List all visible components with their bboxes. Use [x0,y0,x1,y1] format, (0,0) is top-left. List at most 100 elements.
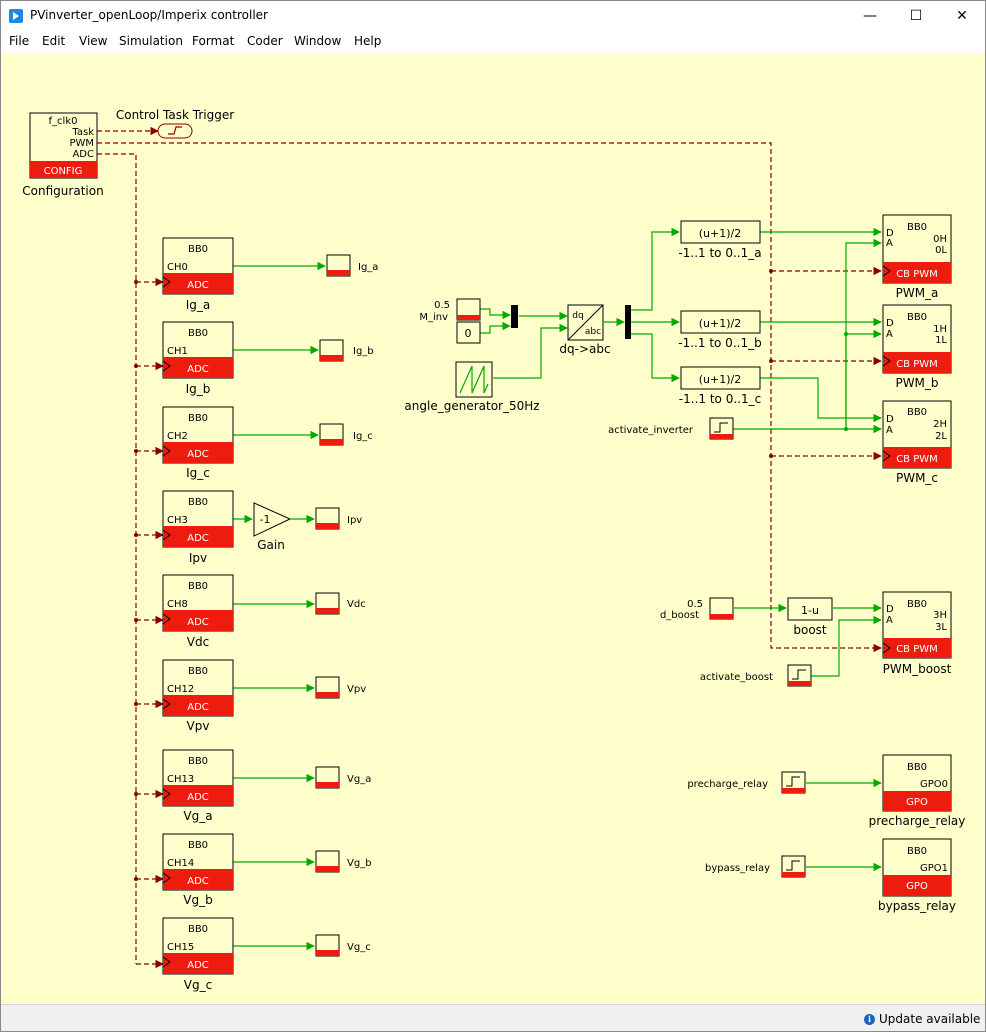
close-button[interactable]: ✕ [956,7,968,24]
scope-label-ig-a: Ig_a [358,262,378,273]
pwm-block-boost[interactable]: BB0 D A 3H 3L CB PWM [882,591,952,659]
d-boost-const[interactable] [709,597,734,620]
update-available-link[interactable]: Update available [879,1012,981,1026]
svg-text:D: D [886,228,894,239]
scope-ig-c[interactable] [319,423,344,446]
scope-label-ig-c: Ig_c [353,431,373,442]
maximize-button[interactable]: ☐ [909,7,923,24]
status-bar: i Update available [0,1004,986,1032]
svg-text:CH13: CH13 [167,774,194,785]
adc-name-vg-b: Vg_b [183,893,212,907]
adc-block-ipv[interactable]: BB0 CH3 ADC [162,490,234,548]
angle-generator-block[interactable] [455,361,493,398]
scope-vg-a[interactable] [315,766,340,789]
pwm-block-b[interactable]: BB0 D A 1H 1L CB PWM [882,304,952,374]
svg-text:2L: 2L [935,431,947,442]
scope-ig-a[interactable] [326,254,351,277]
menu-edit[interactable]: Edit [42,34,66,48]
schematic-canvas[interactable]: f_clk0 Task PWM ADC CONFIG Configuration… [1,53,985,1004]
svg-text:ADC: ADC [187,876,209,887]
svg-text:ADC: ADC [187,364,209,375]
svg-text:D: D [886,414,894,425]
boost-fcn-name: boost [793,623,827,637]
adc-block-ig-a[interactable]: BB0 CH0 ADC [162,237,234,295]
scope-vpv[interactable] [315,676,340,699]
boost-fcn-block[interactable]: 1-u [787,597,833,621]
svg-text:BB0: BB0 [907,762,927,773]
menu-view[interactable]: View [79,34,108,48]
trigger-icon[interactable] [157,123,193,139]
menu-window[interactable]: Window [294,34,342,48]
adc-block-ig-b[interactable]: BB0 CH1 ADC [162,321,234,379]
pwm-block-a[interactable]: BB0 D A 0H 0L CB PWM [882,214,952,284]
fcn-block-a[interactable]: (u+1)/2 [680,220,761,244]
scope-ipv[interactable] [315,507,340,530]
dq-abc-transform-block[interactable]: dq abc [567,304,604,341]
menu-help[interactable]: Help [354,34,382,48]
menu-simulation[interactable]: Simulation [119,34,183,48]
fcn-name-c: -1..1 to 0..1_c [679,392,761,406]
zero-const[interactable]: 0 [456,321,481,344]
adc-block-vdc[interactable]: BB0 CH8 ADC [162,574,234,632]
svg-text:BB0: BB0 [907,407,927,418]
d-boost-name: d_boost [660,610,699,621]
svg-text:1H: 1H [933,324,947,335]
m-inv-value: 0.5 [434,300,450,311]
svg-text:ADC: ADC [187,617,209,628]
adc-name-ig-b: Ig_b [186,382,211,396]
fcn-block-c[interactable]: (u+1)/2 [680,366,761,390]
svg-text:CH14: CH14 [167,858,194,869]
activate-inverter-step[interactable] [709,417,734,440]
svg-text:CH12: CH12 [167,684,194,695]
pwm-name-a: PWM_a [896,286,939,300]
config-type-label: CONFIG [44,166,83,177]
svg-text:D: D [886,604,894,615]
menu-format[interactable]: Format [192,34,235,48]
adc-block-ig-c[interactable]: BB0 CH2 ADC [162,406,234,464]
adc-block-vg-b[interactable]: BB0 CH14 ADC [162,833,234,891]
precharge-step[interactable] [781,771,806,794]
activate-boost-step[interactable] [787,664,812,687]
config-block-name: Configuration [22,184,103,198]
gpo-block-precharge[interactable]: BB0 GPO0 GPO [882,754,952,812]
mux-bar[interactable] [511,305,518,328]
svg-text:ADC: ADC [187,449,209,460]
scope-vg-b[interactable] [315,850,340,873]
pwm-block-c[interactable]: BB0 D A 2H 2L CB PWM [882,400,952,469]
svg-text:CH0: CH0 [167,262,188,273]
config-clock-label: f_clk0 [49,116,78,127]
menu-coder[interactable]: Coder [247,34,283,48]
svg-text:CH8: CH8 [167,599,188,610]
fcn-name-b: -1..1 to 0..1_b [678,336,761,350]
svg-text:BB0: BB0 [188,413,208,424]
adc-block-vg-c[interactable]: BB0 CH15 ADC [162,917,234,975]
adc-block-vpv[interactable]: BB0 CH12 ADC [162,659,234,717]
scope-label-ipv: Ipv [347,515,362,526]
config-block[interactable]: f_clk0 Task PWM ADC CONFIG [29,112,98,179]
scope-vdc[interactable] [315,592,340,615]
trigger-wires [97,126,882,969]
gain-block[interactable]: -1 [253,502,292,537]
gain-name: Gain [257,538,285,552]
scope-ig-b[interactable] [319,339,344,362]
pwm-name-boost: PWM_boost [883,662,952,676]
svg-text:BB0: BB0 [188,497,208,508]
fcn-name-a: -1..1 to 0..1_a [678,246,761,260]
demux-bar[interactable] [625,305,631,339]
minimize-button[interactable]: — [863,7,877,24]
m-inv-const[interactable] [456,298,481,321]
svg-text:(u+1)/2: (u+1)/2 [699,317,741,330]
menu-file[interactable]: File [9,34,30,48]
svg-text:1-u: 1-u [801,604,819,617]
svg-text:CB PWM: CB PWM [896,359,938,370]
menu-bar: File Edit View Simulation Format Coder W… [0,31,986,53]
bypass-step[interactable] [781,855,806,878]
scope-vg-c[interactable] [315,934,340,957]
pwm-name-c: PWM_c [896,471,938,485]
activate-boost-label: activate_boost [700,672,773,683]
fcn-block-b[interactable]: (u+1)/2 [680,310,761,334]
svg-text:(u+1)/2: (u+1)/2 [699,373,741,386]
adc-block-vg-a[interactable]: BB0 CH13 ADC [162,749,234,807]
gpo-block-bypass[interactable]: BB0 GPO1 GPO [882,838,952,897]
adc-name-vpv: Vpv [187,719,210,733]
